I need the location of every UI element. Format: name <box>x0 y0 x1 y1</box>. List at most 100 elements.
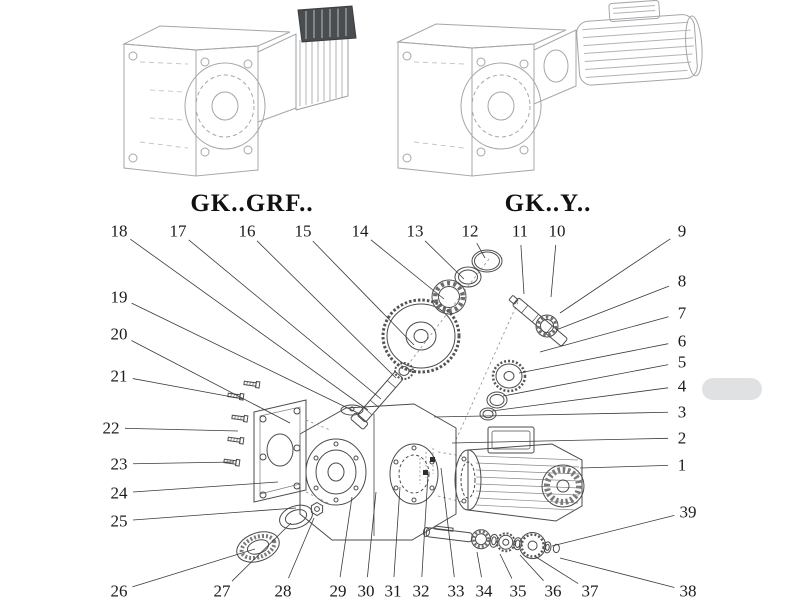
leader-line-20 <box>131 340 291 424</box>
callout-number-27: 27 <box>214 582 232 600</box>
callout-number-12: 12 <box>462 222 479 241</box>
leader-line-9 <box>559 238 671 314</box>
leader-line-30 <box>367 491 377 578</box>
leader-line-13 <box>424 240 465 280</box>
leader-line-31 <box>393 486 401 578</box>
leader-line-32 <box>421 473 429 578</box>
callout-number-3: 3 <box>678 403 687 422</box>
hex-plug <box>310 501 324 517</box>
output-shaft-assembly <box>422 525 560 560</box>
leader-line-2 <box>451 437 669 444</box>
screw <box>243 380 261 389</box>
callout-number-31: 31 <box>385 582 402 600</box>
leader-line-36 <box>519 554 544 581</box>
callout-number-37: 37 <box>582 582 600 600</box>
leader-line-18 <box>130 238 369 411</box>
callout-number-29: 29 <box>330 582 347 600</box>
callout-number-1: 1 <box>678 456 687 475</box>
callout-number-32: 32 <box>413 582 430 600</box>
terminal-box <box>487 426 535 454</box>
ball-bearing-small <box>535 314 559 338</box>
shaft-key <box>434 525 454 532</box>
callout-number-38: 38 <box>680 582 697 600</box>
pinion-gear <box>491 359 527 393</box>
leader-line-35 <box>499 553 513 579</box>
callout-number-4: 4 <box>678 377 687 396</box>
end-nut <box>552 543 560 554</box>
leader-line-37 <box>535 556 579 584</box>
callout-number-21: 21 <box>111 367 128 386</box>
callout-number-20: 20 <box>111 325 128 344</box>
shim-ring <box>454 266 482 288</box>
variant-label-gk-y: GK..Y.. <box>504 190 592 217</box>
bolt-square <box>430 457 435 462</box>
leader-line-27 <box>231 522 292 582</box>
callout-number-11: 11 <box>512 222 528 241</box>
callout-number-35: 35 <box>510 582 527 600</box>
motor-top <box>576 0 703 86</box>
adapter-ribs <box>299 32 343 106</box>
input-shaft <box>350 371 404 430</box>
callout-number-7: 7 <box>678 304 687 323</box>
leader-line-3 <box>433 411 669 418</box>
leader-line-39 <box>551 515 675 547</box>
callout-number-33: 33 <box>448 582 465 600</box>
washer <box>543 541 552 554</box>
leader-line-6 <box>518 343 669 374</box>
leader-line-22 <box>124 427 239 432</box>
motor-fins <box>475 455 581 511</box>
leader-line-1 <box>579 465 669 469</box>
leader-line-7 <box>539 316 669 353</box>
leader-line-33 <box>440 467 455 578</box>
callout-number-17: 17 <box>170 222 188 241</box>
motor-adapter-cone <box>533 29 577 105</box>
callout-number-6: 6 <box>678 332 687 351</box>
screw <box>227 436 245 445</box>
callout-number-36: 36 <box>545 582 562 600</box>
output-bearing <box>470 529 491 550</box>
variant-label-gk-grf: GK..GRF.. <box>190 190 314 217</box>
callout-number-23: 23 <box>111 455 128 474</box>
leader-line-23 <box>132 461 235 465</box>
callout-number-18: 18 <box>111 222 128 241</box>
leader-line-10 <box>550 244 557 298</box>
oil-seal-large <box>236 531 280 563</box>
callout-number-14: 14 <box>352 222 370 241</box>
callout-number-9: 9 <box>678 222 687 241</box>
callout-number-34: 34 <box>476 582 494 600</box>
callout-number-28: 28 <box>275 582 292 600</box>
ball-bearing <box>431 279 467 315</box>
callout-number-39: 39 <box>680 503 697 522</box>
leader-line-19 <box>131 302 361 415</box>
drawing-gk-grf <box>122 5 357 177</box>
spacer-ring <box>486 391 508 409</box>
callout-number-16: 16 <box>239 222 256 241</box>
leader-line-38 <box>559 557 675 588</box>
input-pinion <box>394 362 414 380</box>
leader-line-5 <box>502 364 669 397</box>
leader-line-26 <box>132 548 256 588</box>
screw <box>223 458 241 467</box>
leader-line-24 <box>132 481 279 493</box>
callout-number-8: 8 <box>678 272 687 291</box>
output-bore <box>460 62 542 150</box>
fan-cover <box>541 464 585 508</box>
terminal-box <box>608 0 661 22</box>
gearbox-body-top-face <box>396 23 567 49</box>
callout-number-22: 22 <box>103 419 120 438</box>
leader-line-17 <box>188 239 382 400</box>
leader-line-12 <box>476 243 486 259</box>
top-boss <box>340 404 364 416</box>
output-bore <box>184 62 266 150</box>
drawing-gk-y <box>396 0 703 177</box>
leader-line-11 <box>520 244 525 295</box>
leader-line-25 <box>132 507 297 521</box>
exploded-view <box>223 249 585 563</box>
motor-flange <box>454 449 482 511</box>
housing <box>299 403 457 541</box>
gearbox-body-top-face <box>122 25 291 51</box>
bolt-square <box>423 470 428 475</box>
mounting-flange <box>253 399 335 507</box>
leader-line-4 <box>491 387 669 412</box>
input-adapter <box>257 33 297 123</box>
